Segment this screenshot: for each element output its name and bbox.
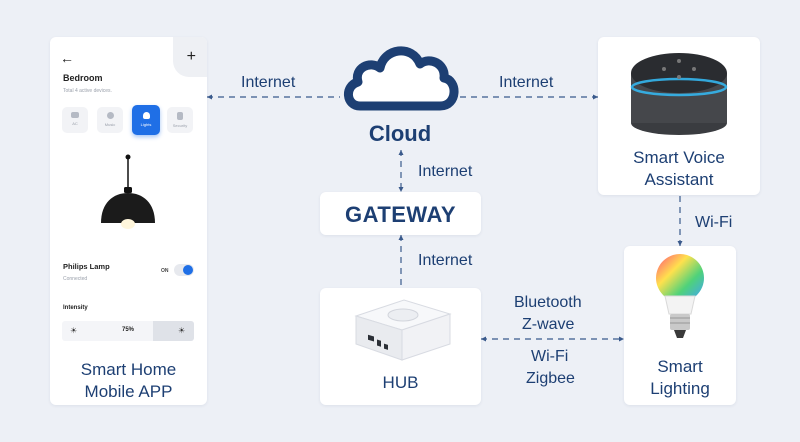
device-tiles: AC Music Lights Security: [62, 105, 197, 135]
hub-node: HUB: [320, 288, 481, 405]
cloud-icon: [344, 46, 459, 111]
sun-low-icon: ☀: [70, 326, 78, 335]
smart-speaker-icon: [630, 53, 728, 135]
voice-assistant-label-line2: Assistant: [644, 170, 714, 189]
tile-security[interactable]: Security: [167, 107, 193, 133]
back-arrow-icon[interactable]: ←: [60, 50, 74, 66]
room-subtitle: Total 4 active devices.: [63, 88, 112, 94]
tile-ac[interactable]: AC: [62, 107, 88, 133]
link-label-zigbee: Zigbee: [526, 370, 575, 387]
gateway-node: GATEWAY: [320, 192, 481, 235]
tile-label: Security: [172, 123, 188, 128]
add-icon[interactable]: +: [186, 48, 196, 65]
cloud-label: Cloud: [368, 121, 432, 146]
ac-icon: [71, 112, 79, 118]
link-label-assistant-lighting: Wi-Fi: [695, 214, 733, 231]
voice-assistant-node: Smart Voice Assistant: [598, 37, 760, 195]
lock-icon: [177, 112, 183, 120]
link-label-bluetooth: Bluetooth: [514, 294, 582, 311]
mobile-app-label-line2: Mobile APP: [84, 382, 173, 401]
device-status: Connected: [63, 276, 88, 282]
mobile-app-node: ← + Bedroom Total 4 active devices. AC M…: [50, 37, 207, 405]
arrow-tip: [677, 241, 683, 246]
hub-device-icon: [354, 299, 452, 361]
device-name: Philips Lamp: [63, 262, 110, 271]
link-label-wifi: Wi-Fi: [531, 348, 569, 365]
lamp-icon: [142, 112, 150, 119]
link-label-zwave: Z-wave: [522, 316, 575, 333]
arrow-tip: [398, 187, 404, 192]
arrow-tip: [619, 336, 624, 342]
toggle-knob: [183, 265, 193, 275]
hub-label: HUB: [382, 373, 419, 392]
tile-label: AC: [72, 121, 78, 126]
smart-lighting-node: Smart Lighting: [624, 246, 736, 405]
link-label-hub-gateway: Internet: [418, 252, 473, 269]
link-label-gateway-cloud: Internet: [418, 163, 473, 180]
smart-bulb-icon: [656, 254, 704, 338]
gateway-label: GATEWAY: [344, 202, 457, 227]
smart-lighting-label-line1: Smart: [657, 357, 703, 376]
voice-assistant-label-line1: Smart Voice: [633, 148, 725, 167]
arrow-tip: [398, 235, 404, 240]
arrow-tip: [398, 150, 404, 155]
pendant-lamp-icon: [101, 154, 155, 229]
arrow-tip: [481, 336, 486, 342]
intensity-value: 75%: [122, 327, 135, 333]
tile-label: Music: [104, 122, 116, 127]
tile-music[interactable]: Music: [97, 107, 123, 133]
sun-high-icon: ☀: [178, 326, 186, 335]
power-toggle[interactable]: [174, 264, 194, 276]
intensity-label: Intensity: [63, 305, 88, 311]
toggle-label: ON: [161, 268, 169, 274]
link-label-assistant-cloud: Internet: [499, 74, 554, 91]
music-icon: [106, 112, 114, 119]
add-button-bg: [173, 37, 207, 77]
slider-track-remaining: [153, 321, 194, 341]
smart-lighting-label-line2: Lighting: [650, 379, 710, 398]
tile-label: Lights: [140, 122, 152, 127]
tile-lights[interactable]: Lights: [132, 105, 160, 135]
arrow-tip: [207, 94, 212, 100]
mobile-app-label-line1: Smart Home: [80, 360, 177, 379]
intensity-slider[interactable]: ☀ 75% ☀: [62, 321, 194, 341]
link-label-app-cloud: Internet: [241, 74, 296, 91]
arrow-tip: [593, 94, 598, 100]
room-title: Bedroom: [63, 73, 103, 83]
